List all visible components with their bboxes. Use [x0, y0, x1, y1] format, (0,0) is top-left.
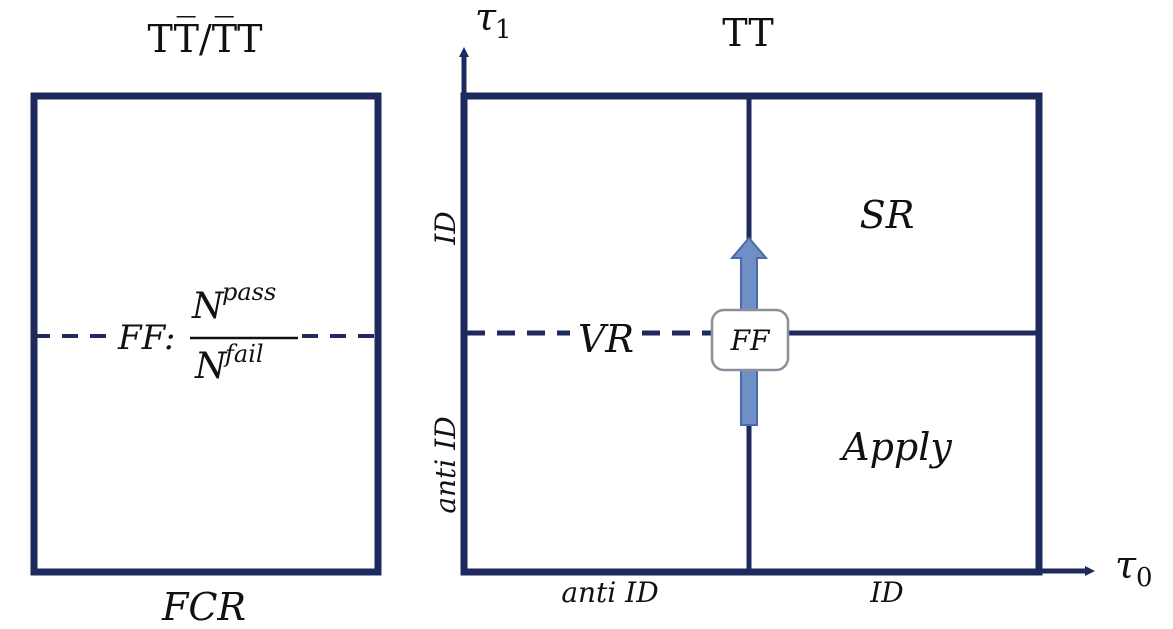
formula-denominator: N: [194, 346, 228, 387]
apply-label: Apply: [839, 425, 952, 469]
ff-box-label: FF: [730, 324, 771, 357]
x-tick-id: ID: [869, 576, 904, 609]
x-tick-anti-id: anti ID: [561, 576, 658, 609]
left-panel: TT̅/T̅T FF: N pass N fail FCR: [30, 16, 382, 629]
formula-numerator: N: [191, 286, 225, 327]
tau0-symbol: τ: [1115, 543, 1137, 587]
ff-box: [710, 308, 790, 372]
tau0-subscript: 0: [1136, 563, 1153, 593]
formula-backdrop: [116, 276, 300, 388]
vr-label: VR: [578, 317, 634, 361]
tau1-subscript: 1: [495, 15, 512, 45]
formula-numerator-sup: pass: [222, 278, 276, 306]
formula-denominator-sup: fail: [223, 340, 264, 368]
fcr-label: FCR: [161, 585, 246, 629]
fake-factor-formula: FF: N pass N fail: [117, 278, 298, 387]
y-tick-id: ID: [429, 211, 462, 246]
y-tick-anti-id: anti ID: [429, 416, 462, 513]
right-panel: TT τ 1 τ 0 FF VR SR Apply ID anti ID ant…: [429, 0, 1153, 609]
formula-prefix: FF:: [117, 318, 175, 358]
right-panel-title: TT: [722, 11, 773, 55]
sr-label: SR: [860, 193, 915, 237]
tau1-symbol: τ: [475, 0, 497, 39]
left-panel-title: TT̅/T̅T: [148, 16, 263, 61]
